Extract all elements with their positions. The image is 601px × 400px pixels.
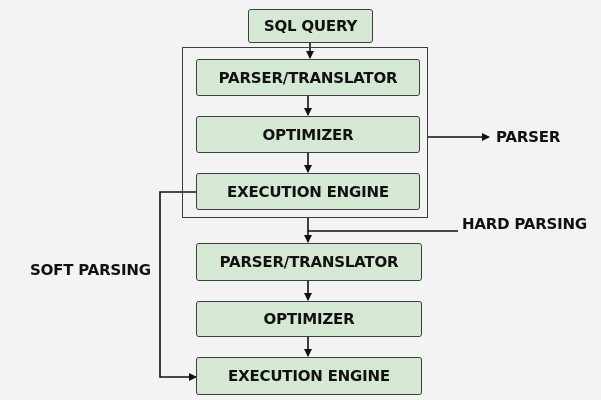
- execution-engine-box-2: EXECUTION ENGINE: [196, 357, 422, 395]
- parser-label: PARSER: [496, 128, 561, 146]
- optimizer-box-2: OPTIMIZER: [196, 301, 422, 337]
- parser-translator-box-1: PARSER/TRANSLATOR: [196, 59, 420, 96]
- sql-query-box: SQL QUERY: [248, 9, 373, 43]
- optimizer-box-1: OPTIMIZER: [196, 116, 420, 153]
- parser-group-frame: [182, 47, 428, 218]
- execution-engine-box-1: EXECUTION ENGINE: [196, 173, 420, 210]
- parser-translator-box-2: PARSER/TRANSLATOR: [196, 243, 422, 281]
- hard-parsing-label: HARD PARSING: [462, 215, 588, 233]
- soft-parsing-arrow: [159, 191, 197, 381]
- soft-parsing-label: SOFT PARSING: [30, 261, 151, 279]
